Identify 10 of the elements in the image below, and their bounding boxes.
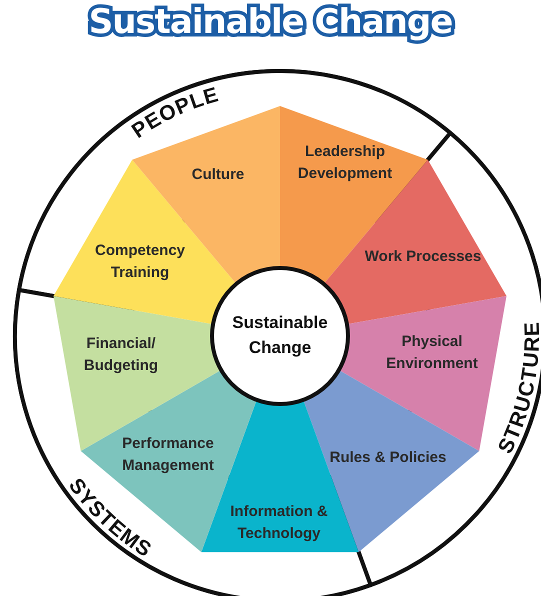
segment-label: Financial/ Budgeting (82, 334, 160, 376)
segment-label: Physical Environment (385, 332, 479, 374)
segment-label: Information & Technology (229, 502, 329, 544)
segment-label: Culture (192, 165, 244, 186)
segment-label: Leadership Development (296, 142, 394, 184)
segment-label: Competency Training (94, 241, 186, 283)
segment-label: Performance Management (121, 434, 215, 476)
segment-label: Work Processes (364, 247, 482, 268)
center-label: Sustainable Change (231, 312, 329, 359)
segment-label: Rules & Policies (330, 448, 446, 468)
